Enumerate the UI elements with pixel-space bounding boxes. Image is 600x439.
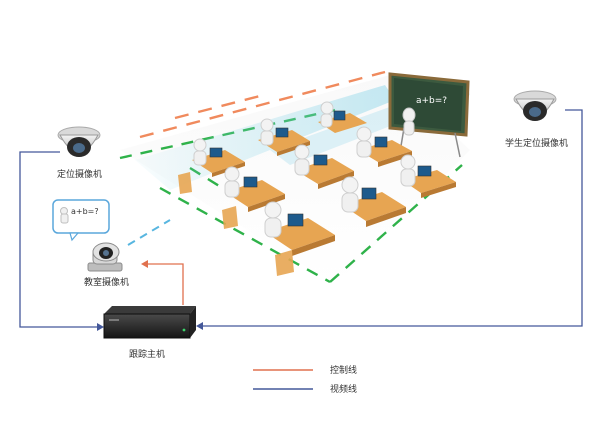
control-line-classroom-camera xyxy=(148,263,184,305)
student-desks xyxy=(178,101,456,276)
bubble-text: a+b=? xyxy=(71,207,99,216)
classroom-camera-sightline xyxy=(127,219,171,246)
video-arrow-right xyxy=(196,322,203,330)
chalkboard-text: a+b=? xyxy=(416,96,447,106)
positioning-camera xyxy=(57,126,101,157)
classroom-camera xyxy=(87,242,123,272)
video-arrow-left xyxy=(97,323,104,331)
classroom-scene: a+b=? xyxy=(119,70,470,285)
tracking-host-label: 跟踪主机 xyxy=(129,348,165,360)
legend: 控制线 视频线 xyxy=(253,364,357,395)
tracking-host xyxy=(103,306,196,339)
teacher-speech-bubble: a+b=? xyxy=(52,199,110,242)
video-line-student-camera xyxy=(203,109,583,327)
video-line-positioning-camera xyxy=(19,151,97,328)
student-positioning-camera xyxy=(513,90,557,121)
legend-control-line-label: 控制线 xyxy=(330,364,357,376)
legend-video-line-label: 视频线 xyxy=(330,383,357,395)
positioning-camera-label: 定位摄像机 xyxy=(57,168,102,180)
classroom-camera-label: 教室摄像机 xyxy=(84,276,129,288)
student-camera-label: 学生定位摄像机 xyxy=(505,137,568,149)
orange-detection-boundary xyxy=(139,70,386,139)
control-arrow xyxy=(141,260,148,268)
teacher-figure xyxy=(402,107,416,136)
